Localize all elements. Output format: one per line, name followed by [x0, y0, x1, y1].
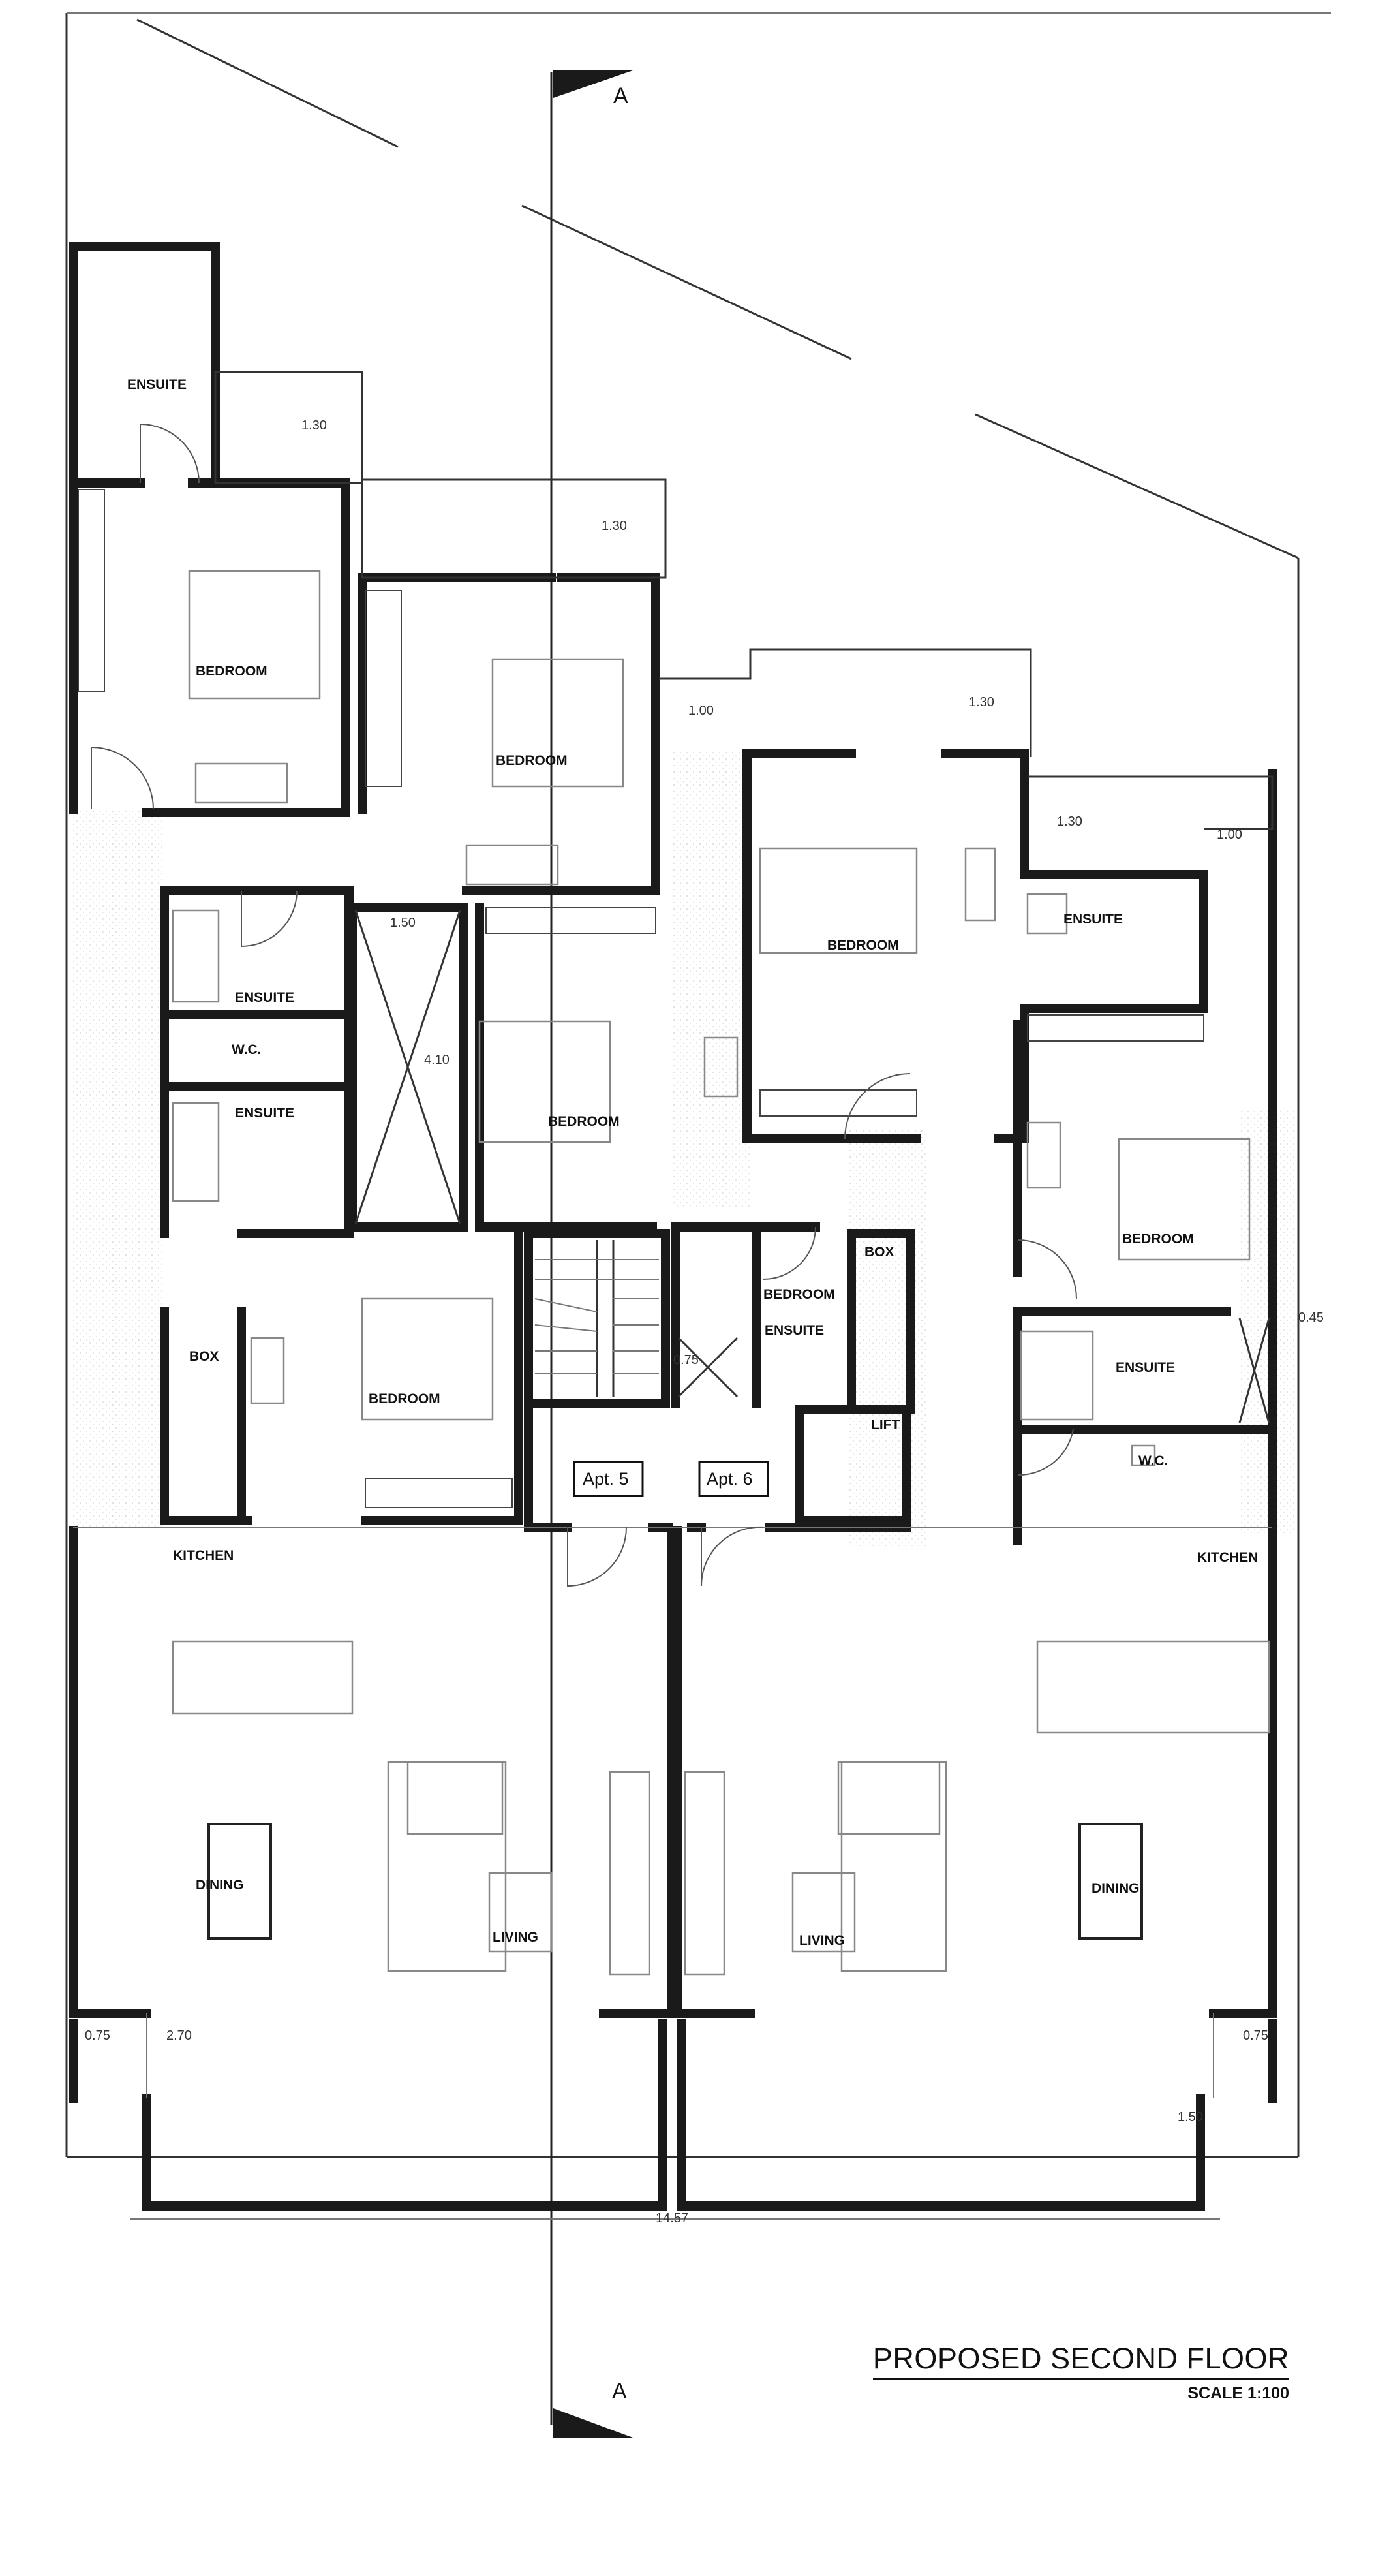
apt-6-label: Apt. 6 — [707, 1469, 753, 1489]
dim-2-70: 2.70 — [166, 2028, 192, 2043]
room-bedroom-5: BEDROOM — [548, 1114, 620, 1129]
dim-4-10: 4.10 — [424, 1053, 450, 1067]
room-bedroom-4: BEDROOM — [1122, 1232, 1194, 1247]
dim-0-75-left: 0.75 — [85, 2028, 110, 2043]
dim-1-30-d: 1.30 — [1057, 815, 1082, 829]
section-mark-bottom: A — [612, 2379, 627, 2404]
room-kitchen-2: KITCHEN — [1197, 1550, 1258, 1565]
dim-0-45: 0.45 — [1298, 1311, 1324, 1325]
room-kitchen-1: KITCHEN — [173, 1548, 234, 1563]
dim-1-30-c: 1.30 — [969, 695, 994, 709]
dim-1-00-a: 1.00 — [688, 704, 714, 718]
apt-6-box — [698, 1461, 769, 1497]
room-bedroom-1: BEDROOM — [196, 664, 267, 679]
drawing-title: PROPOSED SECOND FLOOR — [872, 2342, 1289, 2380]
section-mark-top: A — [613, 84, 628, 108]
apt-5-label: Apt. 5 — [583, 1469, 629, 1489]
dim-0-75-right: 0.75 — [1243, 2028, 1268, 2043]
room-bedroom-2: BEDROOM — [496, 753, 568, 768]
dim-0-75-shaft: 0.75 — [673, 1353, 699, 1367]
apt-5-box — [573, 1461, 644, 1497]
room-dining-2: DINING — [1092, 1881, 1140, 1896]
dim-1-30-a: 1.30 — [301, 418, 327, 433]
title-block: PROPOSED SECOND FLOOR SCALE 1:100 — [872, 2342, 1289, 2403]
room-dining-1: DINING — [196, 1878, 244, 1893]
room-wc-2: W.C. — [1138, 1453, 1168, 1468]
dim-1-50-balcony: 1.50 — [1178, 2110, 1203, 2124]
dim-14-57: 14.57 — [656, 2211, 688, 2226]
shaft — [354, 910, 1270, 1423]
room-living-2: LIVING — [799, 1933, 845, 1948]
room-living-1: LIVING — [493, 1930, 538, 1945]
dim-1-50: 1.50 — [390, 916, 416, 930]
stair-core — [534, 1240, 659, 1397]
room-ensuite-5: ENSUITE — [765, 1323, 824, 1338]
room-bedroom-7: BEDROOM — [763, 1287, 835, 1302]
room-box-2: BOX — [864, 1245, 894, 1260]
room-ensuite-4: ENSUITE — [235, 1106, 294, 1121]
wardrobes — [78, 489, 1204, 1508]
terrace-outlines — [73, 371, 1274, 2220]
room-lift: LIFT — [871, 1418, 900, 1433]
room-wc-1: W.C. — [232, 1042, 262, 1057]
walls — [69, 242, 1277, 2211]
doors — [91, 423, 1077, 1587]
dim-1-00-b: 1.00 — [1217, 828, 1242, 842]
room-box-1: BOX — [189, 1349, 219, 1364]
section-line — [550, 70, 633, 2438]
room-ensuite-3: ENSUITE — [235, 990, 294, 1005]
room-ensuite-2: ENSUITE — [1063, 912, 1123, 927]
drawing-scale: SCALE 1:100 — [1187, 2384, 1289, 2402]
furniture — [172, 570, 1270, 1976]
room-bedroom-3: BEDROOM — [827, 938, 899, 953]
room-bedroom-6: BEDROOM — [369, 1391, 440, 1406]
terrace-hatch — [73, 751, 1295, 1547]
room-ensuite-1: ENSUITE — [127, 377, 187, 392]
site-boundary — [65, 12, 1331, 2158]
room-ensuite-6: ENSUITE — [1116, 1360, 1175, 1375]
dim-1-30-b: 1.30 — [602, 519, 627, 533]
